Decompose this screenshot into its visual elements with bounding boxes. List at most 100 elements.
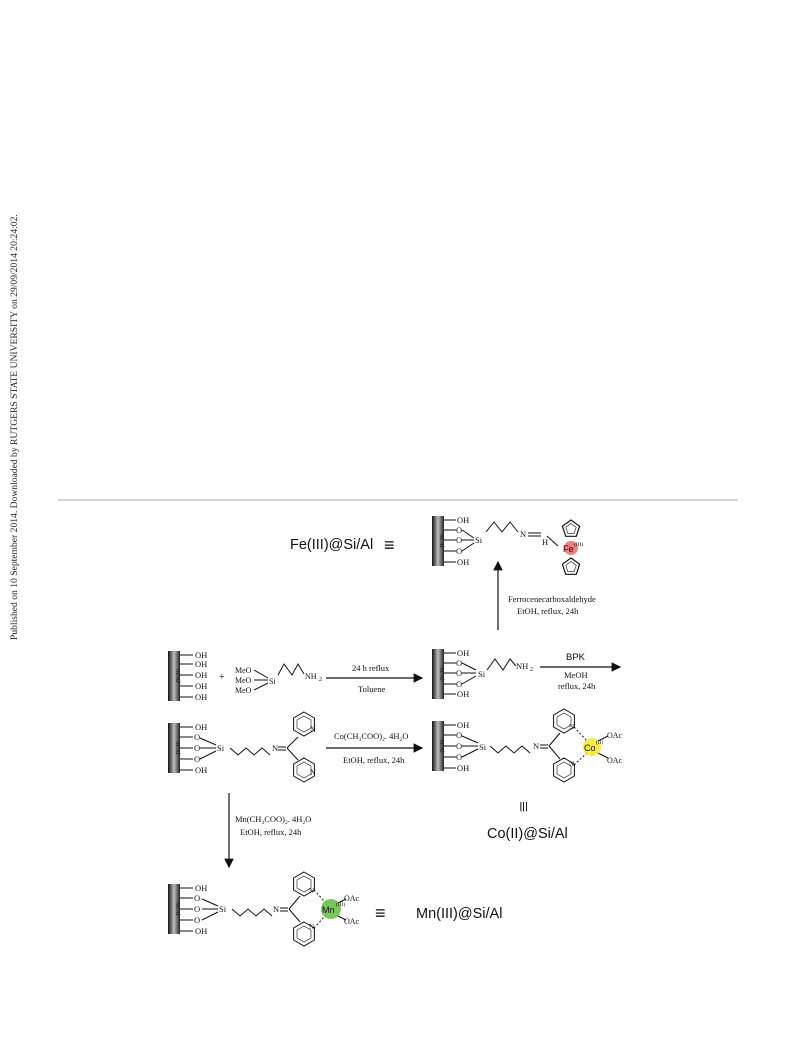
support-label: Si/Al — [174, 902, 181, 916]
svg-text:Mn(CH3COO)2. 4H2O: Mn(CH3COO)2. 4H2O — [235, 814, 311, 826]
oxygen: O — [194, 915, 200, 925]
oxygen: O — [456, 535, 462, 545]
equiv-symbol: ≡ — [375, 903, 386, 923]
amine: NH — [305, 672, 317, 681]
hydroxyl: OH — [195, 883, 207, 893]
step4-reagent: Co(CH3COO)2. 4H2O — [334, 731, 408, 743]
silicon: Si — [478, 669, 486, 679]
hydroxyl: OH — [457, 557, 469, 567]
support-label: Si/Al — [438, 667, 445, 681]
hydroxyl: OH — [195, 722, 207, 732]
hydroxyl: OH — [195, 650, 207, 660]
support-label: Si/Al — [174, 741, 181, 755]
silicon: Si — [219, 904, 227, 914]
co-oxidation-state: (II) — [596, 739, 603, 746]
oxygen: O — [456, 658, 462, 668]
plus-sign: + — [219, 672, 225, 683]
silicon: Si — [479, 742, 487, 752]
silicon: Si — [217, 743, 225, 753]
acetate: OAc — [607, 756, 623, 765]
hydroxyl: OH — [195, 765, 207, 775]
silica-support — [168, 884, 180, 934]
mn-complex: Si/Al OH O O O OH Si N N N Mn — [168, 871, 360, 947]
svg-text:Co(CH3COO)2. 4H2O: Co(CH3COO)2. 4H2O — [334, 731, 408, 743]
silica-support — [432, 516, 444, 566]
oxygen: O — [456, 730, 462, 740]
oxygen: O — [456, 668, 462, 678]
nitrogen: N — [309, 887, 314, 895]
silicon: Si — [475, 535, 483, 545]
hydroxyl: OH — [195, 670, 207, 680]
acetate: OAc — [344, 917, 360, 926]
co-complex: Si/Al OH O O O OH Si N N N Co — [432, 708, 623, 783]
starting-support: Si/Al OH OH OH OH OH — [168, 650, 207, 702]
acetate: OAc — [607, 731, 623, 740]
step4-conditions: EtOH, reflux, 24h — [343, 755, 405, 765]
step3-reagent: BPK — [566, 652, 586, 663]
step2-conditions: EtOH, reflux, 24h — [517, 606, 579, 616]
acetate: OAc — [344, 894, 360, 903]
fe-product-label: Fe(III)@Si/Al — [290, 537, 373, 553]
bpk-ligand-support: Si/Al OH O O O OH Si N N N — [168, 711, 316, 783]
oxygen: O — [456, 741, 462, 751]
support-label: Si/Al — [174, 669, 181, 683]
step5-reagent: Mn(CH3COO)2. 4H2O — [235, 814, 311, 826]
mn-center-highlight — [321, 899, 341, 919]
horizontal-rule — [58, 499, 738, 501]
oxygen: O — [456, 752, 462, 762]
hydroxyl: OH — [457, 689, 469, 699]
methoxy: MeO — [235, 686, 252, 695]
aminopropyl-silane: MeO MeO MeO Si NH 2 — [235, 662, 322, 695]
hydroxyl: OH — [195, 926, 207, 936]
co-center-highlight — [583, 738, 601, 756]
hydroxyl: OH — [457, 720, 469, 730]
hydroxyl: OH — [457, 515, 469, 525]
equiv-symbol: ≡ — [512, 801, 534, 812]
support-label: Si/Al — [438, 739, 445, 753]
support-label: Si/Al — [438, 534, 445, 548]
hydroxyl: OH — [195, 692, 207, 702]
oxygen: O — [194, 743, 200, 753]
oxygen: O — [194, 893, 200, 903]
hydrogen: H — [542, 537, 548, 547]
nitrogen: N — [569, 760, 574, 768]
nitrogen: N — [533, 741, 539, 751]
equiv-symbol: ≡ — [384, 535, 395, 555]
oxygen: O — [194, 904, 200, 914]
fe-oxidation-state: (III) — [574, 541, 583, 548]
mn-oxidation-state: (III) — [336, 901, 345, 908]
silica-support — [432, 721, 444, 771]
methoxy: MeO — [235, 666, 252, 675]
silica-support — [432, 649, 444, 699]
silica-support — [168, 651, 180, 701]
step3-conditions: reflux, 24h — [558, 681, 596, 691]
subscript: 2 — [530, 667, 533, 673]
oxygen: O — [456, 525, 462, 535]
hydroxyl: OH — [457, 763, 469, 773]
hydroxyl: OH — [195, 659, 207, 669]
step3-solvent: MeOH — [564, 670, 588, 680]
nitrogen: N — [273, 904, 279, 914]
oxygen: O — [456, 679, 462, 689]
co-metal: Co — [584, 743, 596, 753]
fe-product: Fe(III)@Si/Al ≡ Si/Al OH O O O OH Si N H… — [290, 515, 583, 575]
nitrogen: N — [310, 768, 316, 777]
hydroxyl: OH — [457, 648, 469, 658]
fe-center-highlight — [564, 541, 578, 555]
step1-conditions: 24 h reflux — [352, 663, 390, 673]
silicon: Si — [269, 677, 276, 686]
methoxy: MeO — [235, 676, 252, 685]
fe-metal: Fe — [563, 544, 574, 554]
co-product-label: Co(II)@Si/Al — [487, 826, 568, 842]
amine: NH — [516, 661, 528, 671]
nitrogen: N — [520, 529, 526, 539]
subscript: 2 — [319, 677, 322, 683]
nitrogen: N — [309, 923, 314, 931]
step2-reagent: Ferrocenecarboxaldehyde — [508, 594, 596, 604]
silica-support — [168, 723, 180, 773]
hydroxyl: OH — [195, 681, 207, 691]
mn-metal: Mn — [322, 905, 335, 915]
amine-functionalized-support: Si/Al OH O O O OH Si NH 2 — [432, 648, 533, 699]
oxygen: O — [194, 732, 200, 742]
